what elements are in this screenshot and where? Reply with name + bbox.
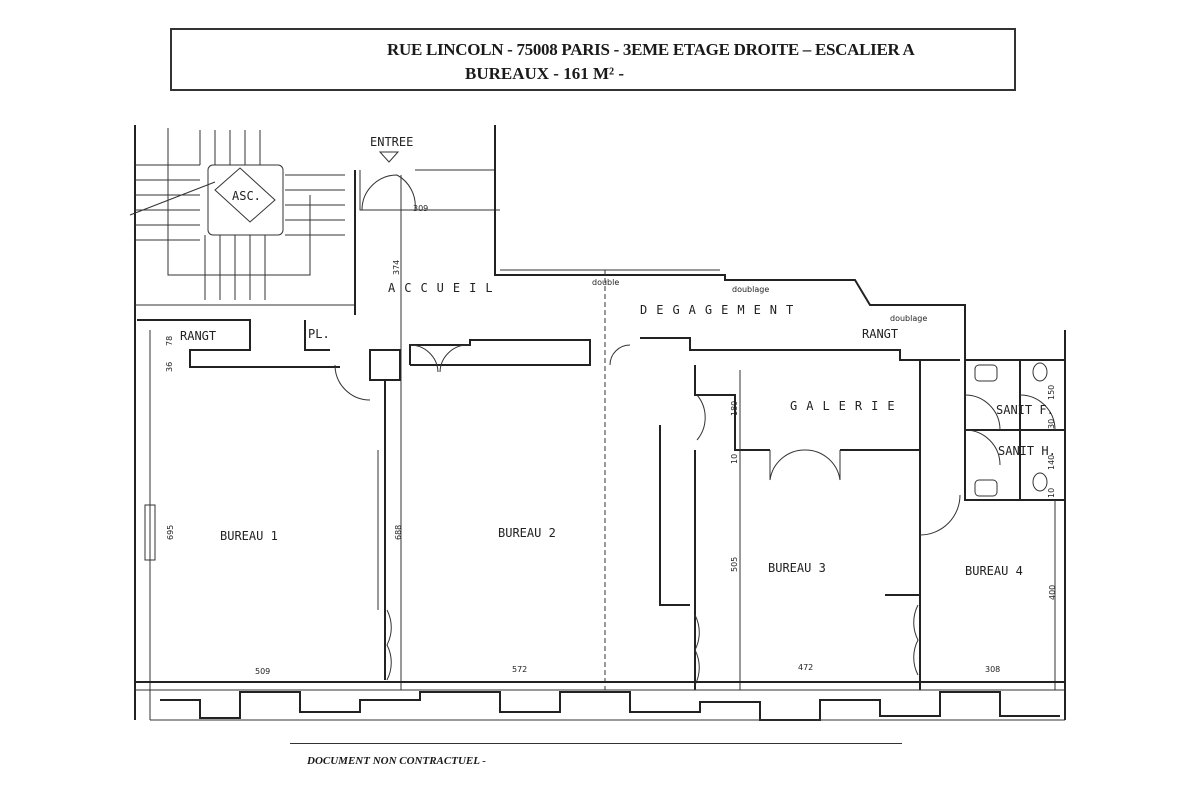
disclaimer: DOCUMENT NON CONTRACTUEL - xyxy=(307,755,486,767)
dim-sanit-10: 10 xyxy=(1047,488,1056,498)
dim-sanit-140: 140 xyxy=(1047,455,1056,470)
room-galerie: GALERIE xyxy=(790,399,904,413)
room-rangement-right: RANGT xyxy=(862,327,898,341)
room-accueil: ACCUEIL xyxy=(388,281,502,295)
room-labels: ENTREE ASC. ACCUEIL DEGAGEMENT GALERIE B… xyxy=(180,135,1056,578)
room-bureau-2: BUREAU 2 xyxy=(498,526,556,540)
room-sanit-h: SANIT H. xyxy=(998,444,1056,458)
room-degagement: DEGAGEMENT xyxy=(640,303,802,317)
room-sanit-f: SANIT F. xyxy=(996,403,1054,417)
dim-bureau2-depth: 688 xyxy=(394,525,403,540)
dim-bureau4-depth: 400 xyxy=(1048,585,1057,600)
room-bureau-4: BUREAU 4 xyxy=(965,564,1023,578)
address-line: RUE LINCOLN - 75008 PARIS - 3EME ETAGE D… xyxy=(387,40,915,59)
dim-galerie-depth: 180 xyxy=(730,401,739,416)
dim-rangt-36: 36 xyxy=(165,362,174,372)
walls xyxy=(129,125,1066,721)
entrance-arrow-icon xyxy=(378,151,400,163)
room-placard: PL. xyxy=(308,327,330,341)
note-doublage: doublage xyxy=(732,285,769,294)
elevator-label: ASC. xyxy=(232,189,261,203)
dim-sanit-30: 30 xyxy=(1047,419,1056,429)
note-doublage: doublage xyxy=(890,314,927,323)
dim-bureau2-width: 572 xyxy=(512,665,527,674)
dim-bureau1-width: 509 xyxy=(255,667,270,676)
entrance-label: ENTREE xyxy=(370,135,413,149)
dim-entree-width: 309 xyxy=(413,204,428,213)
dimensions: 309 374 78 36 695 688 180 10 505 400 150… xyxy=(165,204,1057,676)
footer-rule xyxy=(290,743,902,744)
title-block: RUE LINCOLN - 75008 PARIS - 3EME ETAGE D… xyxy=(170,28,1016,91)
room-bureau-1: BUREAU 1 xyxy=(220,529,278,543)
dim-bureau4-width: 308 xyxy=(985,665,1000,674)
note-doublage: double xyxy=(592,278,619,287)
dim-bureau1-depth: 695 xyxy=(166,525,175,540)
dim-accueil-depth: 374 xyxy=(392,260,401,275)
room-bureau-3: BUREAU 3 xyxy=(768,561,826,575)
dim-galerie-wall: 10 xyxy=(730,454,739,464)
dim-bureau3-width: 472 xyxy=(798,663,813,672)
dim-rangt-78: 78 xyxy=(165,336,174,346)
room-rangement-left: RANGT xyxy=(180,329,216,343)
dim-sanit-150: 150 xyxy=(1047,385,1056,400)
surface-line: BUREAUX - 161 M² - xyxy=(465,64,625,83)
dim-bureau3-depth: 505 xyxy=(730,557,739,572)
